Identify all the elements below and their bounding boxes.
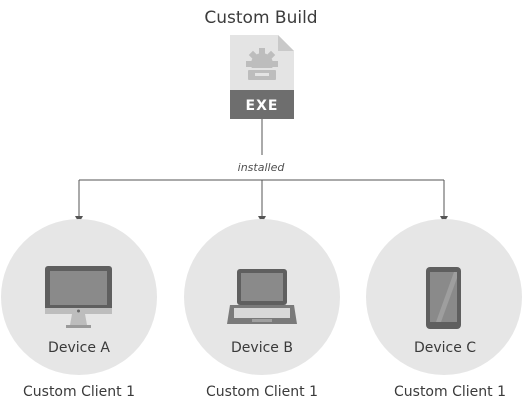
smartphone-icon [426,267,461,329]
device-node-c: Device C [366,219,522,375]
laptop-icon [227,269,297,324]
device-c-client-label: Custom Client 1 [394,384,506,400]
build-title: Custom Build [204,8,317,28]
device-a-client-label: Custom Client 1 [23,384,135,400]
device-node-a: Device A [1,219,157,375]
installed-edge-label: installed [238,161,286,174]
device-a-label: Device A [48,340,110,356]
device-b-label: Device B [231,340,293,356]
desktop-monitor-icon [45,266,112,328]
device-b-client-label: Custom Client 1 [206,384,318,400]
device-c-label: Device C [414,340,476,356]
exe-file-icon: EXE [230,35,294,119]
device-node-b: Device B [184,219,340,375]
connector-lines [78,119,445,218]
exe-badge-label: EXE [246,98,279,114]
